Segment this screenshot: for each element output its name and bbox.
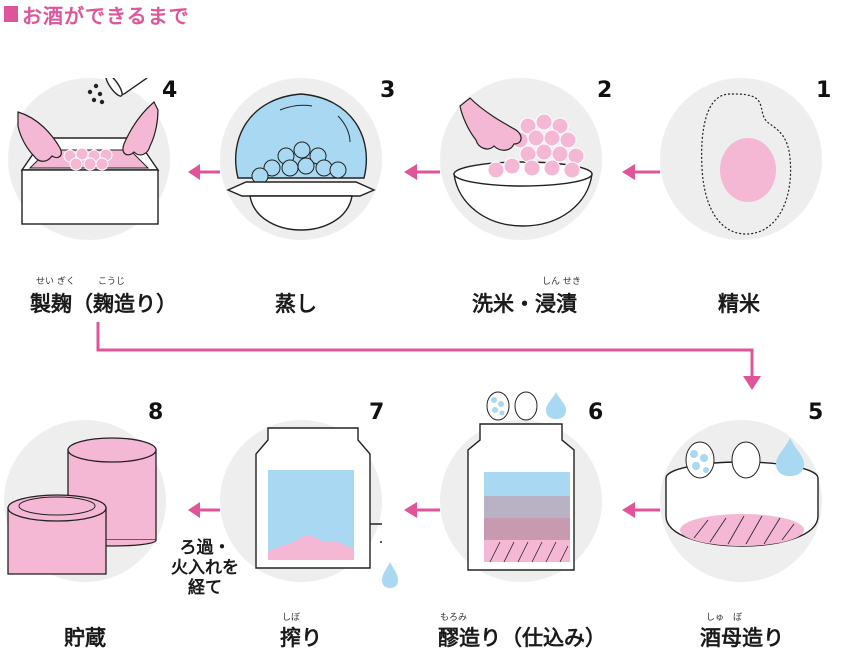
step-3-label: 蒸し <box>275 288 317 318</box>
page-title: お酒ができるまで <box>22 0 190 29</box>
koji-making-illustration <box>8 78 170 240</box>
step-6-circle <box>440 420 602 582</box>
note-line-2: 火入れを <box>162 558 248 578</box>
step-2-circle <box>440 78 602 240</box>
step-8-label: 貯蔵 <box>64 622 106 652</box>
arrow-left-icon <box>622 502 660 518</box>
step-7-number: 7 <box>369 400 384 425</box>
step-5-number: 5 <box>808 400 823 425</box>
step-6-number: 6 <box>588 400 603 425</box>
note-line-3: 経て <box>162 578 248 598</box>
step-5-circle <box>660 420 822 582</box>
header: お酒ができるまで <box>0 0 190 28</box>
step-1-label: 精米 <box>718 288 760 318</box>
moromi-tank-illustration <box>440 420 602 582</box>
arrow-left-icon <box>404 164 440 180</box>
steaming-illustration <box>220 78 382 240</box>
rice-polishing-illustration <box>660 78 822 240</box>
filtration-note: ろ過・ 火入れを 経て <box>162 538 248 598</box>
droplet-icon <box>376 560 406 590</box>
step-8-number: 8 <box>148 400 163 425</box>
step-2-ruby: しん せき <box>542 274 581 287</box>
header-square-icon <box>4 6 18 22</box>
step-1-number: 1 <box>816 78 831 103</box>
arrow-left-icon <box>622 164 660 180</box>
step-4-ruby-a: せい ぎく <box>36 274 75 287</box>
note-line-1: ろ過・ <box>162 538 248 558</box>
step-3-number: 3 <box>380 78 395 103</box>
arrow-left-icon <box>188 502 220 518</box>
arrow-left-icon <box>188 164 220 180</box>
step-4-ruby-b: こうじ <box>98 274 125 287</box>
rice-washing-illustration <box>440 78 602 240</box>
storage-tanks-illustration <box>4 420 166 582</box>
flow-connector <box>98 322 761 390</box>
step-1-circle <box>660 78 822 240</box>
step-5-label: 酒母造り <box>700 622 784 652</box>
step-8-circle <box>4 420 166 582</box>
step-4-label: 製麹（麹造り） <box>30 288 177 318</box>
yeast-starter-illustration <box>660 420 822 582</box>
step-4-number: 4 <box>162 78 177 103</box>
step-2-number: 2 <box>597 78 612 103</box>
ingredients-icons <box>484 388 574 422</box>
step-2-label: 洗米・浸漬 <box>472 288 577 318</box>
step-4-circle <box>8 78 170 240</box>
arrow-left-icon <box>404 502 440 518</box>
step-7-label: 搾り <box>280 622 322 652</box>
step-6-label: 醪造り（仕込み） <box>438 622 606 652</box>
step-3-circle <box>220 78 382 240</box>
